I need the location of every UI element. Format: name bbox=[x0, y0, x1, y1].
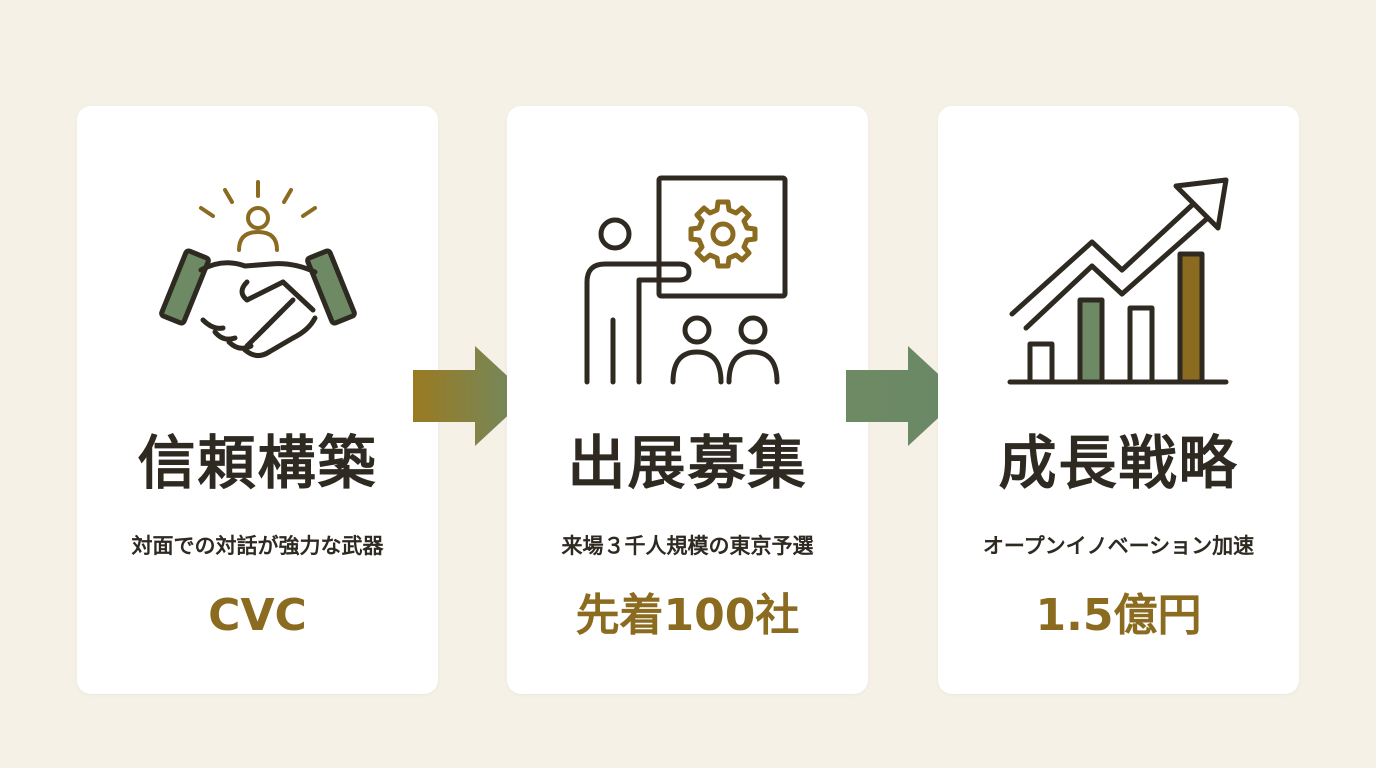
step-highlight: CVC bbox=[208, 590, 307, 641]
step-card-growth: 成長戦略 オープンイノベーション加速 1.5億円 bbox=[938, 106, 1299, 694]
step-title: 成長戦略 bbox=[998, 429, 1239, 497]
step-title: 信頼構築 bbox=[137, 429, 378, 497]
step-title: 出展募集 bbox=[567, 429, 808, 497]
growth-chart-icon bbox=[1004, 170, 1234, 400]
presentation-icon bbox=[573, 170, 803, 400]
step-subtitle: 対面での対話が強力な武器 bbox=[131, 534, 384, 558]
arrow-right-icon bbox=[413, 346, 529, 446]
step-highlight: 先着100社 bbox=[575, 590, 800, 641]
step-highlight: 1.5億円 bbox=[1035, 590, 1202, 641]
handshake-icon bbox=[143, 170, 373, 400]
step-card-trust: 信頼構築 対面での対話が強力な武器 CVC bbox=[77, 106, 438, 694]
step-card-recruit: 出展募集 来場３千人規模の東京予選 先着100社 bbox=[507, 106, 868, 694]
step-subtitle: オープンイノベーション加速 bbox=[982, 534, 1255, 558]
step-subtitle: 来場３千人規模の東京予選 bbox=[561, 534, 814, 558]
arrow-right-icon bbox=[846, 346, 962, 446]
